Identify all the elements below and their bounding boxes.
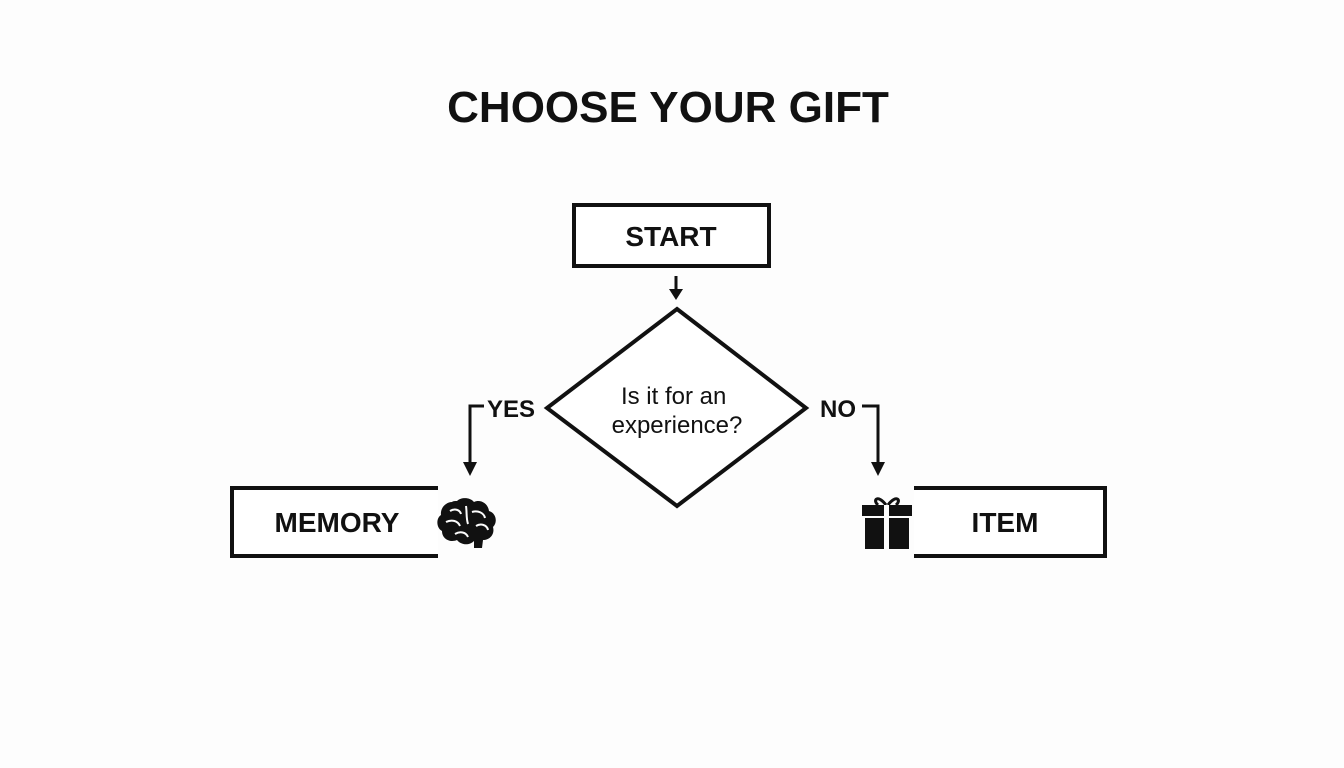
- decision-label: Is it for an experience?: [612, 383, 743, 439]
- decision-node: Is it for an experience?: [543, 306, 810, 509]
- decision-line-2: experience?: [612, 412, 743, 439]
- start-label: START: [625, 221, 716, 252]
- page-title: CHOOSE YOUR GIFT: [447, 83, 889, 132]
- item-box: [914, 486, 1107, 558]
- start-to-decision-arrow: [669, 276, 683, 300]
- memory-label: MEMORY: [275, 507, 400, 538]
- decision-line-1: Is it for an: [621, 383, 726, 410]
- no-label: NO: [820, 396, 856, 423]
- gift-icon: [862, 497, 912, 549]
- brain-icon: [437, 498, 496, 548]
- no-branch: NO: [820, 396, 885, 476]
- decision-diamond: [543, 306, 810, 509]
- start-node: START: [572, 203, 771, 268]
- yes-branch: YES: [463, 396, 535, 476]
- yes-label: YES: [487, 396, 535, 423]
- item-label: ITEM: [972, 507, 1039, 538]
- item-node: ITEM: [862, 486, 1107, 558]
- memory-node: MEMORY: [230, 486, 496, 558]
- start-box: [572, 203, 771, 268]
- memory-box: [230, 486, 438, 558]
